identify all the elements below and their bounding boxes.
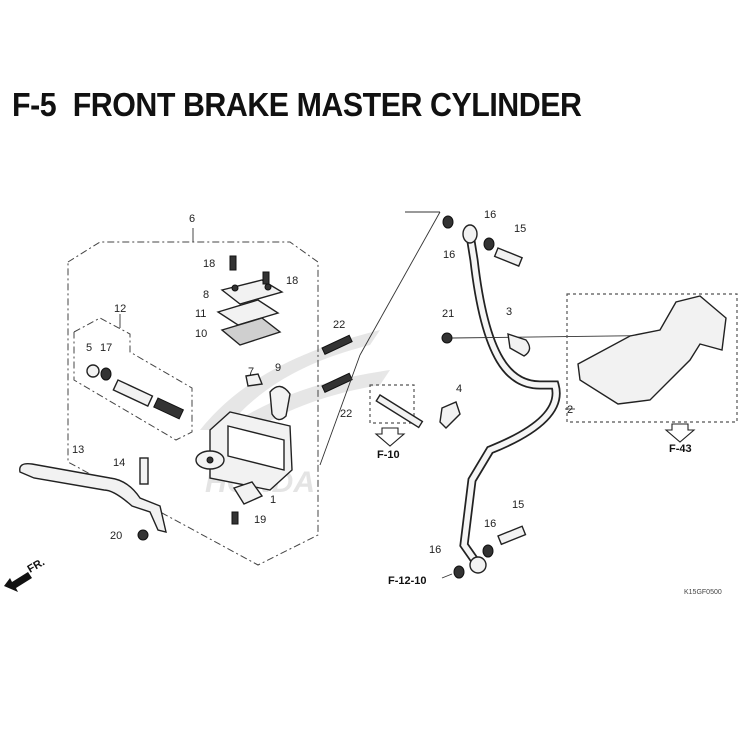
- reservoir-cap: [220, 279, 284, 305]
- callout-12: 12: [114, 303, 126, 315]
- drawing-code: K15GF0500: [684, 589, 722, 596]
- callout-7: 7: [248, 366, 254, 378]
- holder-1: [232, 481, 264, 505]
- callout-3: 3: [506, 306, 512, 318]
- bolt-21: [441, 332, 453, 344]
- washer-16d: [482, 544, 494, 558]
- callout-18b: 18: [286, 275, 298, 287]
- front-direction-indicator: FR.: [4, 556, 47, 592]
- callout-19: 19: [254, 514, 266, 526]
- callout-4: 4: [456, 383, 462, 395]
- clamp-3: [507, 332, 531, 357]
- callout-16b: 16: [484, 209, 496, 221]
- arrow-f43: [664, 423, 696, 443]
- f43-ref-box: [566, 293, 738, 423]
- callout-15a: 15: [514, 223, 526, 235]
- banjo-upper: [462, 224, 478, 244]
- callout-22b: 22: [340, 408, 352, 420]
- callout-21: 21: [442, 308, 454, 320]
- cap-plate: [216, 299, 280, 326]
- callout-6: 6: [189, 213, 195, 225]
- callout-18a: 18: [203, 258, 215, 270]
- holder-9: [269, 385, 291, 421]
- washer-16c: [453, 565, 465, 579]
- callout-5: 5: [86, 342, 92, 354]
- fr-arrow-icon: [4, 572, 32, 592]
- diagram-code: F-5: [12, 86, 57, 123]
- bolt-f10: [375, 394, 424, 429]
- bolt-22a: [321, 334, 353, 356]
- bracket: [577, 295, 727, 405]
- bolt-15b: [497, 525, 527, 546]
- pivot-bolt-14: [139, 457, 149, 485]
- switch-7: [245, 373, 263, 387]
- callout-11: 11: [195, 308, 206, 320]
- piston-kit: [86, 364, 185, 420]
- callout-16d: 16: [484, 518, 496, 530]
- ref-f1210: F-12-10: [388, 575, 427, 587]
- callout-13: 13: [72, 444, 84, 456]
- nut-20: [137, 529, 149, 541]
- bolt-22b: [321, 372, 353, 394]
- washer-16a: [442, 215, 454, 229]
- callout-9: 9: [275, 362, 281, 374]
- callout-1: 1: [270, 494, 276, 506]
- callout-16c: 16: [429, 544, 441, 556]
- diagram-title-text: FRONT BRAKE MASTER CYLINDER: [72, 86, 582, 123]
- arrow-f10: [374, 427, 406, 447]
- callout-8: 8: [203, 289, 209, 301]
- clamp-4: [439, 401, 461, 429]
- callout-2: 2: [567, 404, 573, 416]
- washer-16b: [483, 237, 495, 251]
- screw-18a: [229, 255, 237, 271]
- bolt-15a: [493, 247, 524, 267]
- callout-14: 14: [113, 457, 125, 469]
- master-cylinder-body: [195, 411, 293, 491]
- callout-16a: 16: [443, 249, 455, 261]
- fr-label: FR.: [26, 556, 47, 575]
- screw-18b: [262, 271, 270, 285]
- banjo-lower: [469, 556, 487, 574]
- diagram-title: F-5 FRONT BRAKE MASTER CYLINDER: [12, 86, 582, 124]
- callout-20: 20: [110, 530, 122, 542]
- callout-17: 17: [100, 342, 112, 354]
- callout-10: 10: [195, 328, 207, 340]
- callout-15b: 15: [512, 499, 524, 511]
- diaphragm: [220, 317, 282, 346]
- assembly-outline-12: [73, 317, 193, 441]
- ref-f43: F-43: [669, 443, 692, 455]
- f10-ref-box: [369, 384, 415, 424]
- callout-22a: 22: [333, 319, 345, 331]
- bolt-19: [231, 511, 239, 525]
- brake-lever: [19, 462, 167, 533]
- ref-f10: F-10: [377, 449, 400, 461]
